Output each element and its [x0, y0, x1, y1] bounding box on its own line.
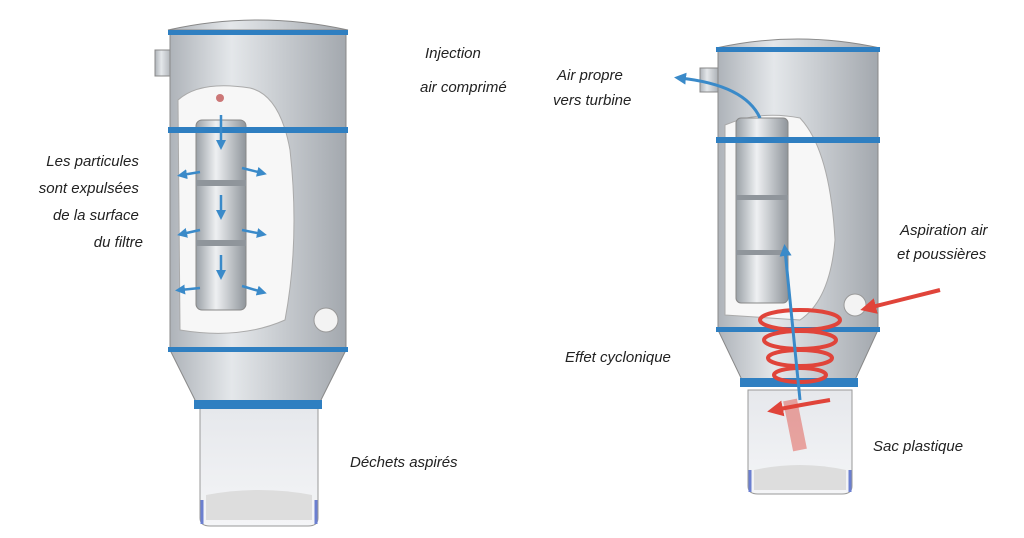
pulse-arrows: [175, 115, 267, 296]
left-filter-unit: [154, 19, 349, 527]
bands: [168, 30, 348, 409]
cyclone-label: Effet cyclonique: [565, 349, 671, 366]
clean-air-label: Air propre vers turbine: [553, 67, 631, 109]
inlet-port: [843, 293, 867, 317]
inlet-port: [313, 307, 339, 333]
outlet-pipe: [699, 67, 721, 93]
clean-air-arrows: [674, 72, 802, 401]
waste-label: Déchets aspirés: [350, 454, 458, 471]
particles-label: Les particules sont expulsées de la surf…: [39, 153, 143, 251]
cyclone-spiral: [758, 288, 941, 417]
injection-label: Injection air comprimé: [420, 45, 507, 96]
right-filter-unit: [674, 38, 941, 495]
bag-label: Sac plastique: [873, 438, 963, 455]
suction-label: Aspiration air et poussières: [897, 222, 992, 263]
filter-cartridge: [735, 117, 789, 304]
